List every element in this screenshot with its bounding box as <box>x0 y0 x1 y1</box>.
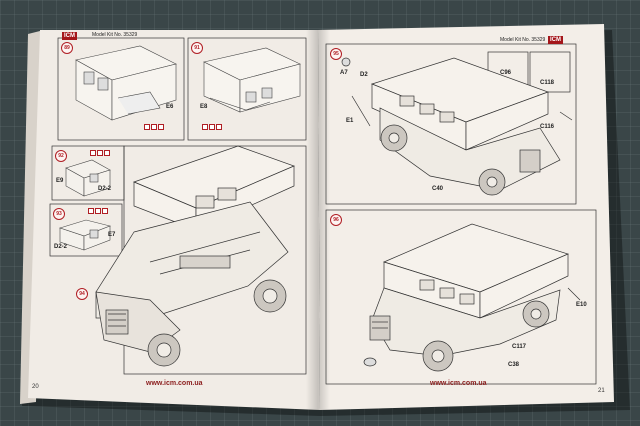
paint-icons-92 <box>90 150 110 156</box>
part-label-c38: C38 <box>508 362 520 368</box>
spine-shadow <box>306 30 330 410</box>
part-label-c96: C96 <box>500 70 512 76</box>
left-website: www.icm.com.ua <box>146 380 203 387</box>
detail-inset-2 <box>529 51 571 93</box>
step-89-panel <box>57 37 185 141</box>
step-89-badge: 89 <box>61 42 73 54</box>
step-96-vehicle-drawing <box>363 223 581 372</box>
right-model-kit-label: Model Kit No. 35329 <box>500 37 546 43</box>
step-92-badge: 92 <box>55 150 67 162</box>
part-label-e10: E10 <box>576 302 587 308</box>
part-label-d2-2-a: D2-2 <box>98 186 112 192</box>
part-label-e6: E6 <box>166 104 174 110</box>
part-label-e1: E1 <box>346 118 354 124</box>
paint-icons-89 <box>144 124 164 130</box>
step-91-panel <box>187 37 307 141</box>
step-95-vehicle-drawing <box>341 57 573 196</box>
step-93-badge: 93 <box>53 208 65 220</box>
step-91-badge: 91 <box>191 42 203 54</box>
paint-icons-93 <box>88 208 108 214</box>
part-label-e7: E7 <box>108 232 116 238</box>
left-model-kit-label: Model Kit No. 35329 <box>92 32 138 38</box>
part-label-c116: C116 <box>540 124 555 130</box>
right-page-number: 21 <box>598 388 605 394</box>
step-96-badge: 96 <box>330 214 342 226</box>
part-label-e8: E8 <box>200 104 208 110</box>
part-label-c118: C118 <box>540 80 555 86</box>
right-website: www.icm.com.ua <box>430 380 487 387</box>
part-label-e9: E9 <box>56 178 64 184</box>
left-brand-logo: ICM <box>62 32 77 40</box>
part-label-c40: C40 <box>432 186 444 192</box>
part-label-d2: D2 <box>360 72 368 78</box>
step-89-drawing <box>75 45 177 121</box>
right-brand-logo: ICM <box>548 36 563 44</box>
step-91-drawing <box>203 47 301 113</box>
part-label-a7: A7 <box>340 70 348 76</box>
step-95-panel <box>325 43 577 205</box>
step-95-badge: 95 <box>330 48 342 60</box>
step-92-drawing <box>65 159 111 197</box>
step-93-drawing <box>59 219 111 251</box>
step-93-panel <box>49 203 123 257</box>
step-94-vehicle-drawing <box>95 145 295 367</box>
part-label-d2-2-b: D2-2 <box>54 244 68 250</box>
paint-icons-91 <box>202 124 222 130</box>
step-96-panel <box>325 209 597 385</box>
step-94-badge: 94 <box>76 288 88 300</box>
part-label-c117: C117 <box>512 344 527 350</box>
left-page-number: 20 <box>32 384 39 390</box>
